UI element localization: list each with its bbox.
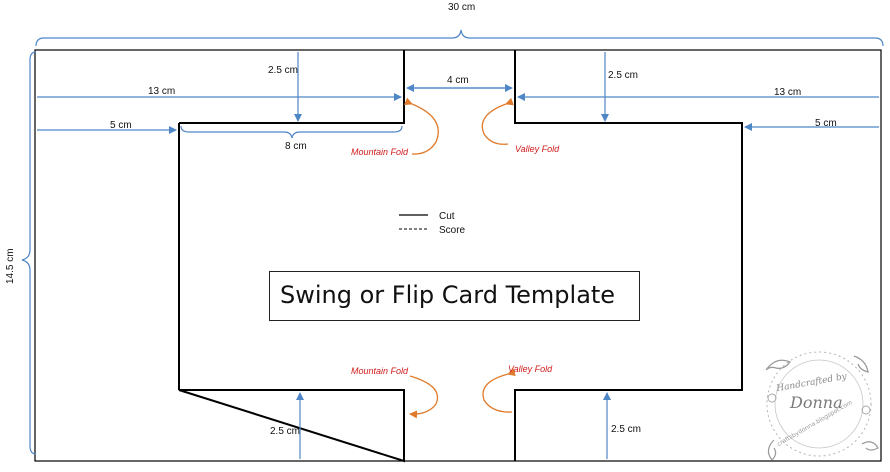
mountain-fold-top-label: Mountain Fold bbox=[351, 147, 409, 157]
total-height-brace bbox=[21, 51, 37, 455]
right-to-tab-label: 13 cm bbox=[774, 87, 801, 98]
total-height-label: 14.5 cm bbox=[5, 248, 16, 284]
bottom-left-inset-label: 2.5 cm bbox=[270, 426, 300, 437]
total-width-brace bbox=[35, 29, 884, 47]
valley-fold-top-arrow bbox=[481, 97, 514, 145]
top-panel-brace bbox=[180, 125, 403, 139]
top-panel-label: 8 cm bbox=[285, 141, 307, 152]
mountain-fold-bottom-arrow bbox=[409, 375, 439, 419]
top-right-inset-label: 2.5 cm bbox=[608, 70, 638, 81]
valley-fold-top-label: Valley Fold bbox=[515, 144, 560, 154]
legend-cut-label: Cut bbox=[439, 211, 455, 222]
valley-fold-bottom-arrow bbox=[482, 368, 516, 413]
valley-fold-bottom-label: Valley Fold bbox=[508, 364, 553, 374]
total-width-label: 30 cm bbox=[448, 2, 475, 13]
template-title: Swing or Flip Card Template bbox=[280, 281, 616, 309]
watermark-stamp: Handcrafted by Donna craftsbydonna.blogs… bbox=[754, 340, 884, 464]
mountain-fold-top-arrow bbox=[404, 97, 439, 155]
cut-outline bbox=[178, 50, 743, 463]
top-left-inset-label: 2.5 cm bbox=[268, 65, 298, 76]
watermark-flourish-icon bbox=[765, 351, 879, 461]
watermark-line2: Donna bbox=[790, 393, 843, 412]
left-margin-label: 5 cm bbox=[110, 120, 132, 131]
left-to-tab-label: 13 cm bbox=[148, 86, 175, 97]
right-margin-label: 5 cm bbox=[815, 118, 837, 129]
mountain-fold-bottom-label: Mountain Fold bbox=[351, 366, 409, 376]
bottom-right-inset-label: 2.5 cm bbox=[611, 424, 641, 435]
outer-sheet-outline bbox=[34, 49, 882, 462]
tab-width-label: 4 cm bbox=[447, 75, 469, 86]
legend-score-label: Score bbox=[439, 225, 466, 236]
title-box: Swing or Flip Card Template bbox=[269, 271, 640, 321]
